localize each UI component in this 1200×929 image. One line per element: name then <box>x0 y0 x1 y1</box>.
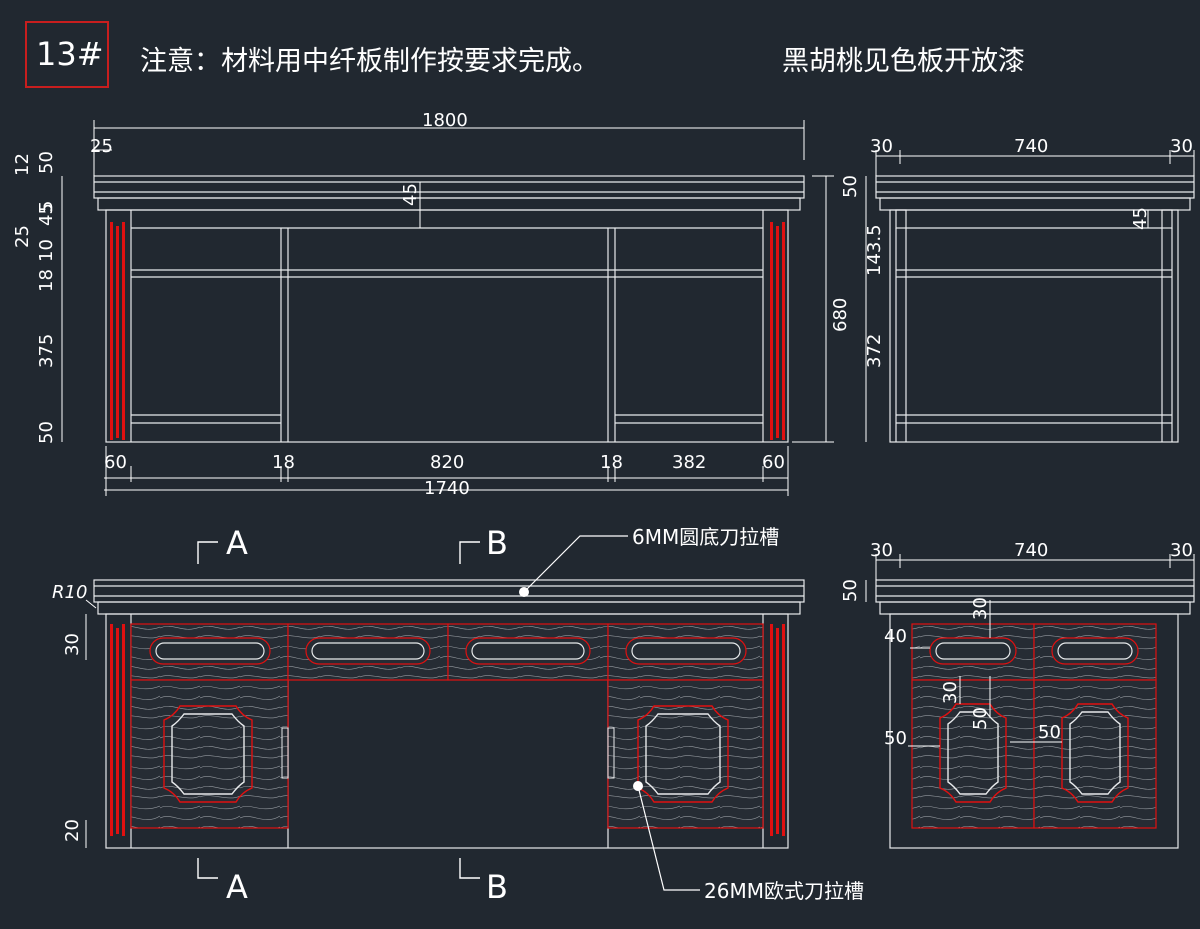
svg-text:30: 30 <box>970 597 991 620</box>
side-drawer-grooves <box>929 637 1139 665</box>
side-frame-dimensions <box>865 150 1195 442</box>
svg-text:25: 25 <box>12 225 33 248</box>
svg-text:50: 50 <box>36 151 57 174</box>
svg-text:30: 30 <box>1170 136 1193 157</box>
callout-dot-bottom <box>633 781 643 791</box>
side-door-dimensions <box>865 554 1195 747</box>
front-frame-leg-moulding-left <box>110 222 125 440</box>
door-handle-right <box>607 727 615 779</box>
front-frame-dimensions <box>61 120 834 496</box>
svg-text:375: 375 <box>36 334 57 368</box>
side-panel-mouldings <box>939 703 1129 803</box>
svg-text:30: 30 <box>62 633 83 656</box>
dim-bottom-overall: 1740 <box>424 478 470 499</box>
finish-note: 黑胡桃见色板开放漆 <box>782 46 1025 77</box>
tabletop <box>93 175 805 199</box>
section-mark-b-top: B <box>486 524 508 562</box>
door-mouldings <box>163 705 729 803</box>
svg-text:372: 372 <box>864 334 885 368</box>
side-panel-1 <box>911 679 1035 829</box>
side-frame-dim-labels: 30 740 30 50 143.5 372 45 <box>840 136 1193 368</box>
dim-overall-width: 1800 <box>422 110 468 131</box>
svg-text:143.5: 143.5 <box>864 224 885 276</box>
svg-text:20: 20 <box>62 819 83 842</box>
svg-text:60: 60 <box>762 452 785 473</box>
front-frame-left-dims: 12 50 25 45 10 5 18 375 50 <box>12 151 57 444</box>
drawing-number: 13# <box>36 35 104 73</box>
side-door-view <box>875 579 1195 849</box>
svg-text:50: 50 <box>884 728 907 749</box>
callout-leaders <box>523 535 700 891</box>
svg-text:10: 10 <box>36 239 57 262</box>
tabletop-sub <box>97 197 801 211</box>
svg-text:50: 50 <box>840 579 861 602</box>
svg-text:30: 30 <box>940 681 961 704</box>
svg-text:30: 30 <box>1170 540 1193 561</box>
svg-text:50: 50 <box>1038 722 1061 743</box>
front-door-leg-moulding-right <box>770 624 785 836</box>
drawer-grooves <box>149 637 747 665</box>
svg-text:5: 5 <box>36 201 57 212</box>
svg-text:740: 740 <box>1014 136 1048 157</box>
svg-text:30: 30 <box>870 136 893 157</box>
radius-label: R10 <box>52 582 87 603</box>
front-frame-bottom-dims: 60 18 820 18 382 60 1740 <box>104 452 785 499</box>
front-frame-view <box>93 175 805 443</box>
callout-bottom-groove: 26MM欧式刀拉槽 <box>704 879 864 903</box>
svg-text:382: 382 <box>672 452 706 473</box>
svg-text:50: 50 <box>36 421 57 444</box>
svg-text:45: 45 <box>1130 207 1151 230</box>
front-frame-leg-moulding-right <box>770 222 785 440</box>
callout-dot-top <box>519 587 529 597</box>
front-door-left-dims: 30 20 <box>62 633 83 842</box>
svg-text:30: 30 <box>870 540 893 561</box>
callout-top-groove: 6MM圆底刀拉槽 <box>632 525 779 549</box>
door-right <box>607 679 764 829</box>
svg-text:18: 18 <box>36 269 57 292</box>
side-door-dim-labels: 30 740 30 50 30 40 30 50 50 50 <box>840 540 1193 749</box>
svg-text:50: 50 <box>840 175 861 198</box>
svg-text:740: 740 <box>1014 540 1048 561</box>
section-mark-a-bottom: A <box>226 868 248 906</box>
drawing-number-frame <box>25 21 109 88</box>
section-mark-a-top: A <box>226 524 248 562</box>
svg-text:12: 12 <box>12 153 33 176</box>
section-mark-b-bottom: B <box>486 868 508 906</box>
carcass <box>105 209 789 443</box>
svg-text:18: 18 <box>272 452 295 473</box>
svg-text:820: 820 <box>430 452 464 473</box>
radius-leader <box>85 599 97 609</box>
svg-text:50: 50 <box>970 707 991 730</box>
dim-height-680: 680 <box>830 298 851 332</box>
side-frame-view <box>875 175 1195 443</box>
section-marks <box>197 541 480 879</box>
dim-overhang: 25 <box>90 136 113 157</box>
front-door-leg-moulding-left <box>110 624 125 836</box>
side-panel-2 <box>1033 679 1157 829</box>
door-left <box>130 679 289 829</box>
dim-inner-45: 45 <box>400 183 421 206</box>
svg-text:45: 45 <box>36 203 57 226</box>
material-note: 注意：材料用中纤板制作按要求完成。 <box>140 46 599 77</box>
svg-text:40: 40 <box>884 626 907 647</box>
svg-text:60: 60 <box>104 452 127 473</box>
svg-text:18: 18 <box>600 452 623 473</box>
door-handle-left <box>281 727 289 779</box>
